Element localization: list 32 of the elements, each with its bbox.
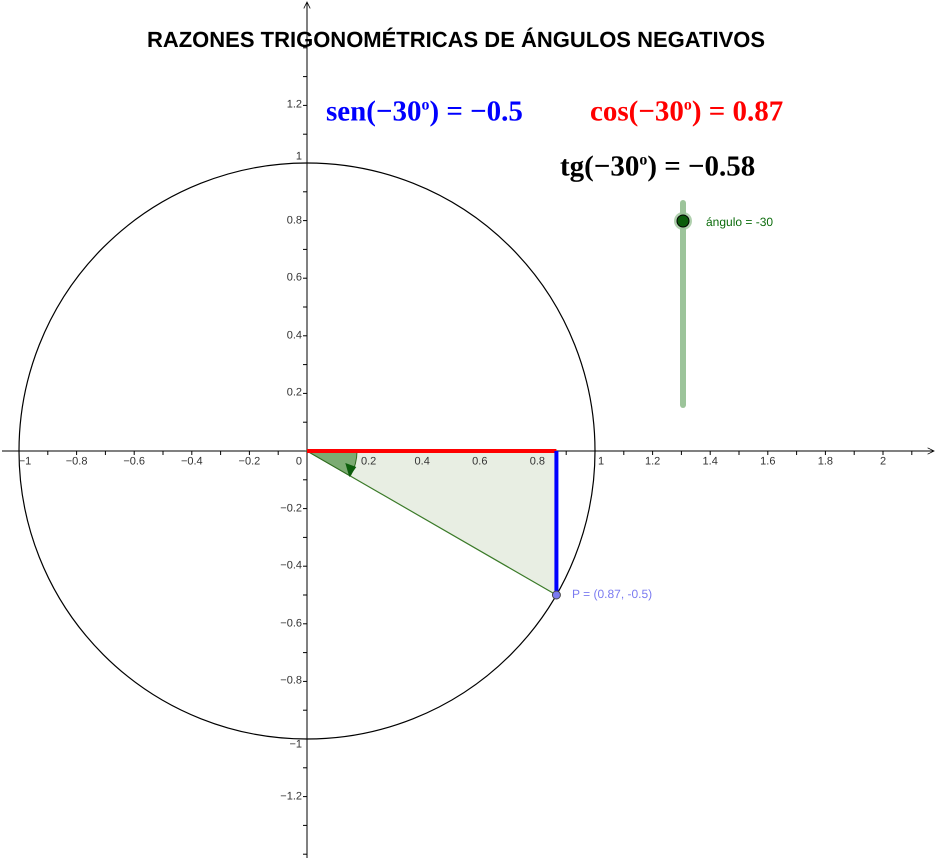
tick-label: 2 <box>880 456 886 468</box>
tick-label: 0.4 <box>286 330 302 342</box>
tick-label: −0.6 <box>280 618 302 630</box>
tick-label: 1 <box>598 456 604 468</box>
tick-label: 1.6 <box>760 456 776 468</box>
tick-label: 0.6 <box>286 272 302 284</box>
tick-label: 1.4 <box>702 456 718 468</box>
tick-label: −0.2 <box>238 456 260 468</box>
tick-label: −0.8 <box>280 676 302 687</box>
tick-label: −0.2 <box>280 503 302 514</box>
tick-label: 1.8 <box>818 456 834 468</box>
tick-label: 0.2 <box>286 388 302 399</box>
tick-label: 1.2 <box>286 100 302 111</box>
tick-label: 0.8 <box>286 215 302 226</box>
point-label: P = (0.87, -0.5) <box>572 588 652 600</box>
tick-label: 0 <box>296 456 302 468</box>
tick-label: 0.4 <box>414 456 430 468</box>
tick-label: 1.2 <box>644 456 660 468</box>
tangent-formula: tg(−30$^{o}$) = −0.58 <box>560 152 756 182</box>
tick-label: −1 <box>289 740 302 750</box>
slider-label: ángulo = -30 <box>706 216 774 228</box>
tick-label: −1.2 <box>280 791 302 802</box>
tick-label: 0.6 <box>472 456 488 468</box>
tick-label: 0.8 <box>530 456 546 468</box>
tick-label: −0.6 <box>123 456 146 468</box>
tick-label: 0.2 <box>360 456 376 468</box>
tick-label: −0.4 <box>280 560 302 572</box>
cosine-formula: cos(−30$^{o}$) = 0.87 <box>590 98 784 126</box>
sine-formula: sen(−30$^{o}$) = −0.5 <box>326 98 523 126</box>
tick-label: 1 <box>296 152 302 162</box>
tick-label: −0.8 <box>66 456 88 468</box>
tick-label: −0.4 <box>180 456 203 468</box>
